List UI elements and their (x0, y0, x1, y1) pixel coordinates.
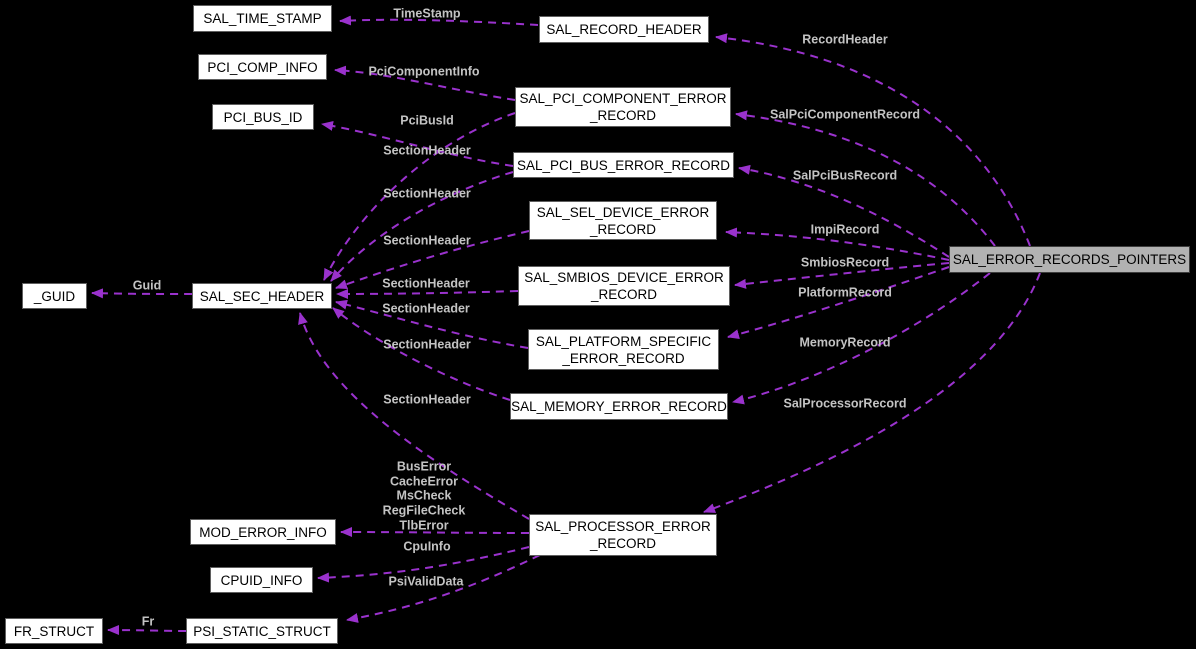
edge-label-section-header-2: SectionHeader (383, 186, 471, 201)
node-sal-error-records-pointers: SAL_ERROR_RECORDS_POINTERS (949, 246, 1190, 273)
node-label: SAL_RECORD_HEADER (546, 22, 702, 37)
edge-label-section-header-1: SectionHeader (383, 143, 471, 158)
edge-label-section-header-5: SectionHeader (382, 301, 470, 316)
node-sal-sec-header[interactable]: SAL_SEC_HEADER (192, 283, 332, 309)
edge-sal-pci-component-record (735, 110, 996, 247)
edge-label-timestamp: TimeStamp (393, 6, 461, 21)
node-label: SAL_TIME_STAMP (203, 11, 322, 26)
edge-section-header-5 (335, 299, 529, 349)
edge-sal-processor-record (703, 272, 1041, 513)
edge-label-sal-pci-component-record: SalPciComponentRecord (769, 107, 921, 122)
edge-guid (91, 288, 193, 299)
edge-memory-record (732, 272, 991, 405)
node-sal-smbios-device-error-record[interactable]: SAL_SMBIOS_DEVICE_ERROR _RECORD (518, 266, 730, 306)
node-label: SAL_PROCESSOR_ERROR _RECORD (535, 519, 711, 551)
node-label: SAL_MEMORY_ERROR_RECORD (511, 399, 727, 414)
node-label: CPUID_INFO (220, 572, 303, 588)
edge-label-section-header-7: SectionHeader (383, 392, 471, 407)
edge-label-section-header-6: SectionHeader (383, 337, 471, 352)
edge-label-processor-mod-fields: BusError CacheError MsCheck RegFileCheck… (382, 459, 466, 532)
edge-sal-pci-bus-record (738, 164, 950, 258)
edge-fr (107, 625, 187, 636)
edge-label-record-header: RecordHeader (802, 32, 888, 47)
edge-section-header-7 (298, 312, 530, 520)
node-sal-processor-error-record[interactable]: SAL_PROCESSOR_ERROR _RECORD (529, 514, 717, 556)
edge-label-psi-valid-data: PsiValidData (388, 574, 464, 589)
edge-label-sal-processor-record: SalProcessorRecord (783, 396, 907, 411)
node-fr-struct[interactable]: FR_STRUCT (5, 618, 103, 644)
node-sal-time-stamp[interactable]: SAL_TIME_STAMP (193, 5, 332, 32)
node-pci-comp-info[interactable]: PCI_COMP_INFO (198, 54, 327, 80)
edge-psi-valid-data (346, 554, 541, 623)
edge-label-pci-bus-id: PciBusId (400, 113, 454, 128)
node-label: SAL_ERROR_RECORDS_POINTERS (952, 252, 1187, 267)
edge-label-section-header-4: SectionHeader (382, 276, 470, 291)
edge-label-sal-pci-bus-record: SalPciBusRecord (792, 168, 898, 183)
edge-impi-record (725, 227, 950, 261)
edge-section-header-2 (330, 171, 514, 282)
node-label: SAL_SEL_DEVICE_ERROR _RECORD (536, 204, 710, 237)
node-cpuid-info[interactable]: CPUID_INFO (210, 567, 313, 593)
node-label: SAL_SEC_HEADER (199, 288, 325, 304)
node-label: SAL_PCI_COMPONENT_ERROR _RECORD (519, 91, 727, 123)
node-sal-pci-component-error-record[interactable]: SAL_PCI_COMPONENT_ERROR _RECORD (515, 87, 731, 127)
node-label: _GUID (33, 288, 76, 304)
edge-label-guid: Guid (132, 278, 162, 293)
edge-label-smbios-record: SmbiosRecord (800, 255, 890, 270)
edge-section-header-1 (323, 112, 516, 281)
node-label: SAL_PLATFORM_SPECIFIC _ERROR_RECORD (535, 333, 712, 366)
edge-label-fr: Fr (141, 614, 155, 629)
edge-label-cpu-info: CpuInfo (403, 539, 451, 554)
node-label: PSI_STATIC_STRUCT (193, 623, 331, 639)
node-sal-record-header[interactable]: SAL_RECORD_HEADER (539, 16, 709, 43)
node-label: PCI_COMP_INFO (207, 59, 318, 75)
node-label: SAL_PCI_BUS_ERROR_RECORD (516, 157, 731, 173)
edge-timestamp (339, 15, 539, 26)
node-pci-bus-id[interactable]: PCI_BUS_ID (212, 104, 314, 130)
node-sal-sel-device-error-record[interactable]: SAL_SEL_DEVICE_ERROR _RECORD (529, 201, 717, 240)
node-guid[interactable]: _GUID (22, 283, 87, 309)
edge-label-memory-record: MemoryRecord (799, 335, 891, 350)
edge-pci-bus-id (321, 120, 514, 167)
node-mod-error-info[interactable]: MOD_ERROR_INFO (190, 519, 336, 545)
edge-section-header-3 (335, 230, 530, 290)
edge-label-platform-record: PlatformRecord (798, 285, 892, 300)
node-sal-memory-error-record[interactable]: SAL_MEMORY_ERROR_RECORD (510, 393, 728, 420)
node-sal-platform-specific-error-record[interactable]: SAL_PLATFORM_SPECIFIC _ERROR_RECORD (528, 329, 719, 370)
node-label: MOD_ERROR_INFO (199, 524, 327, 540)
node-label: SAL_SMBIOS_DEVICE_ERROR _RECORD (524, 270, 724, 302)
edge-platform-record (727, 266, 950, 340)
edge-section-header-6 (332, 307, 511, 401)
edge-record-header (715, 33, 1031, 247)
edge-section-header-4 (336, 288, 519, 299)
edge-cpu-info (317, 546, 530, 583)
edge-label-section-header-3: SectionHeader (383, 233, 471, 248)
node-sal-pci-bus-error-record[interactable]: SAL_PCI_BUS_ERROR_RECORD (513, 152, 734, 178)
node-label: PCI_BUS_ID (223, 109, 303, 125)
node-psi-static-struct[interactable]: PSI_STATIC_STRUCT (186, 618, 338, 644)
edge-label-impi-record: ImpiRecord (810, 222, 880, 237)
node-label: FR_STRUCT (13, 623, 95, 639)
edge-label-pci-component-info: PciComponentInfo (368, 64, 480, 79)
